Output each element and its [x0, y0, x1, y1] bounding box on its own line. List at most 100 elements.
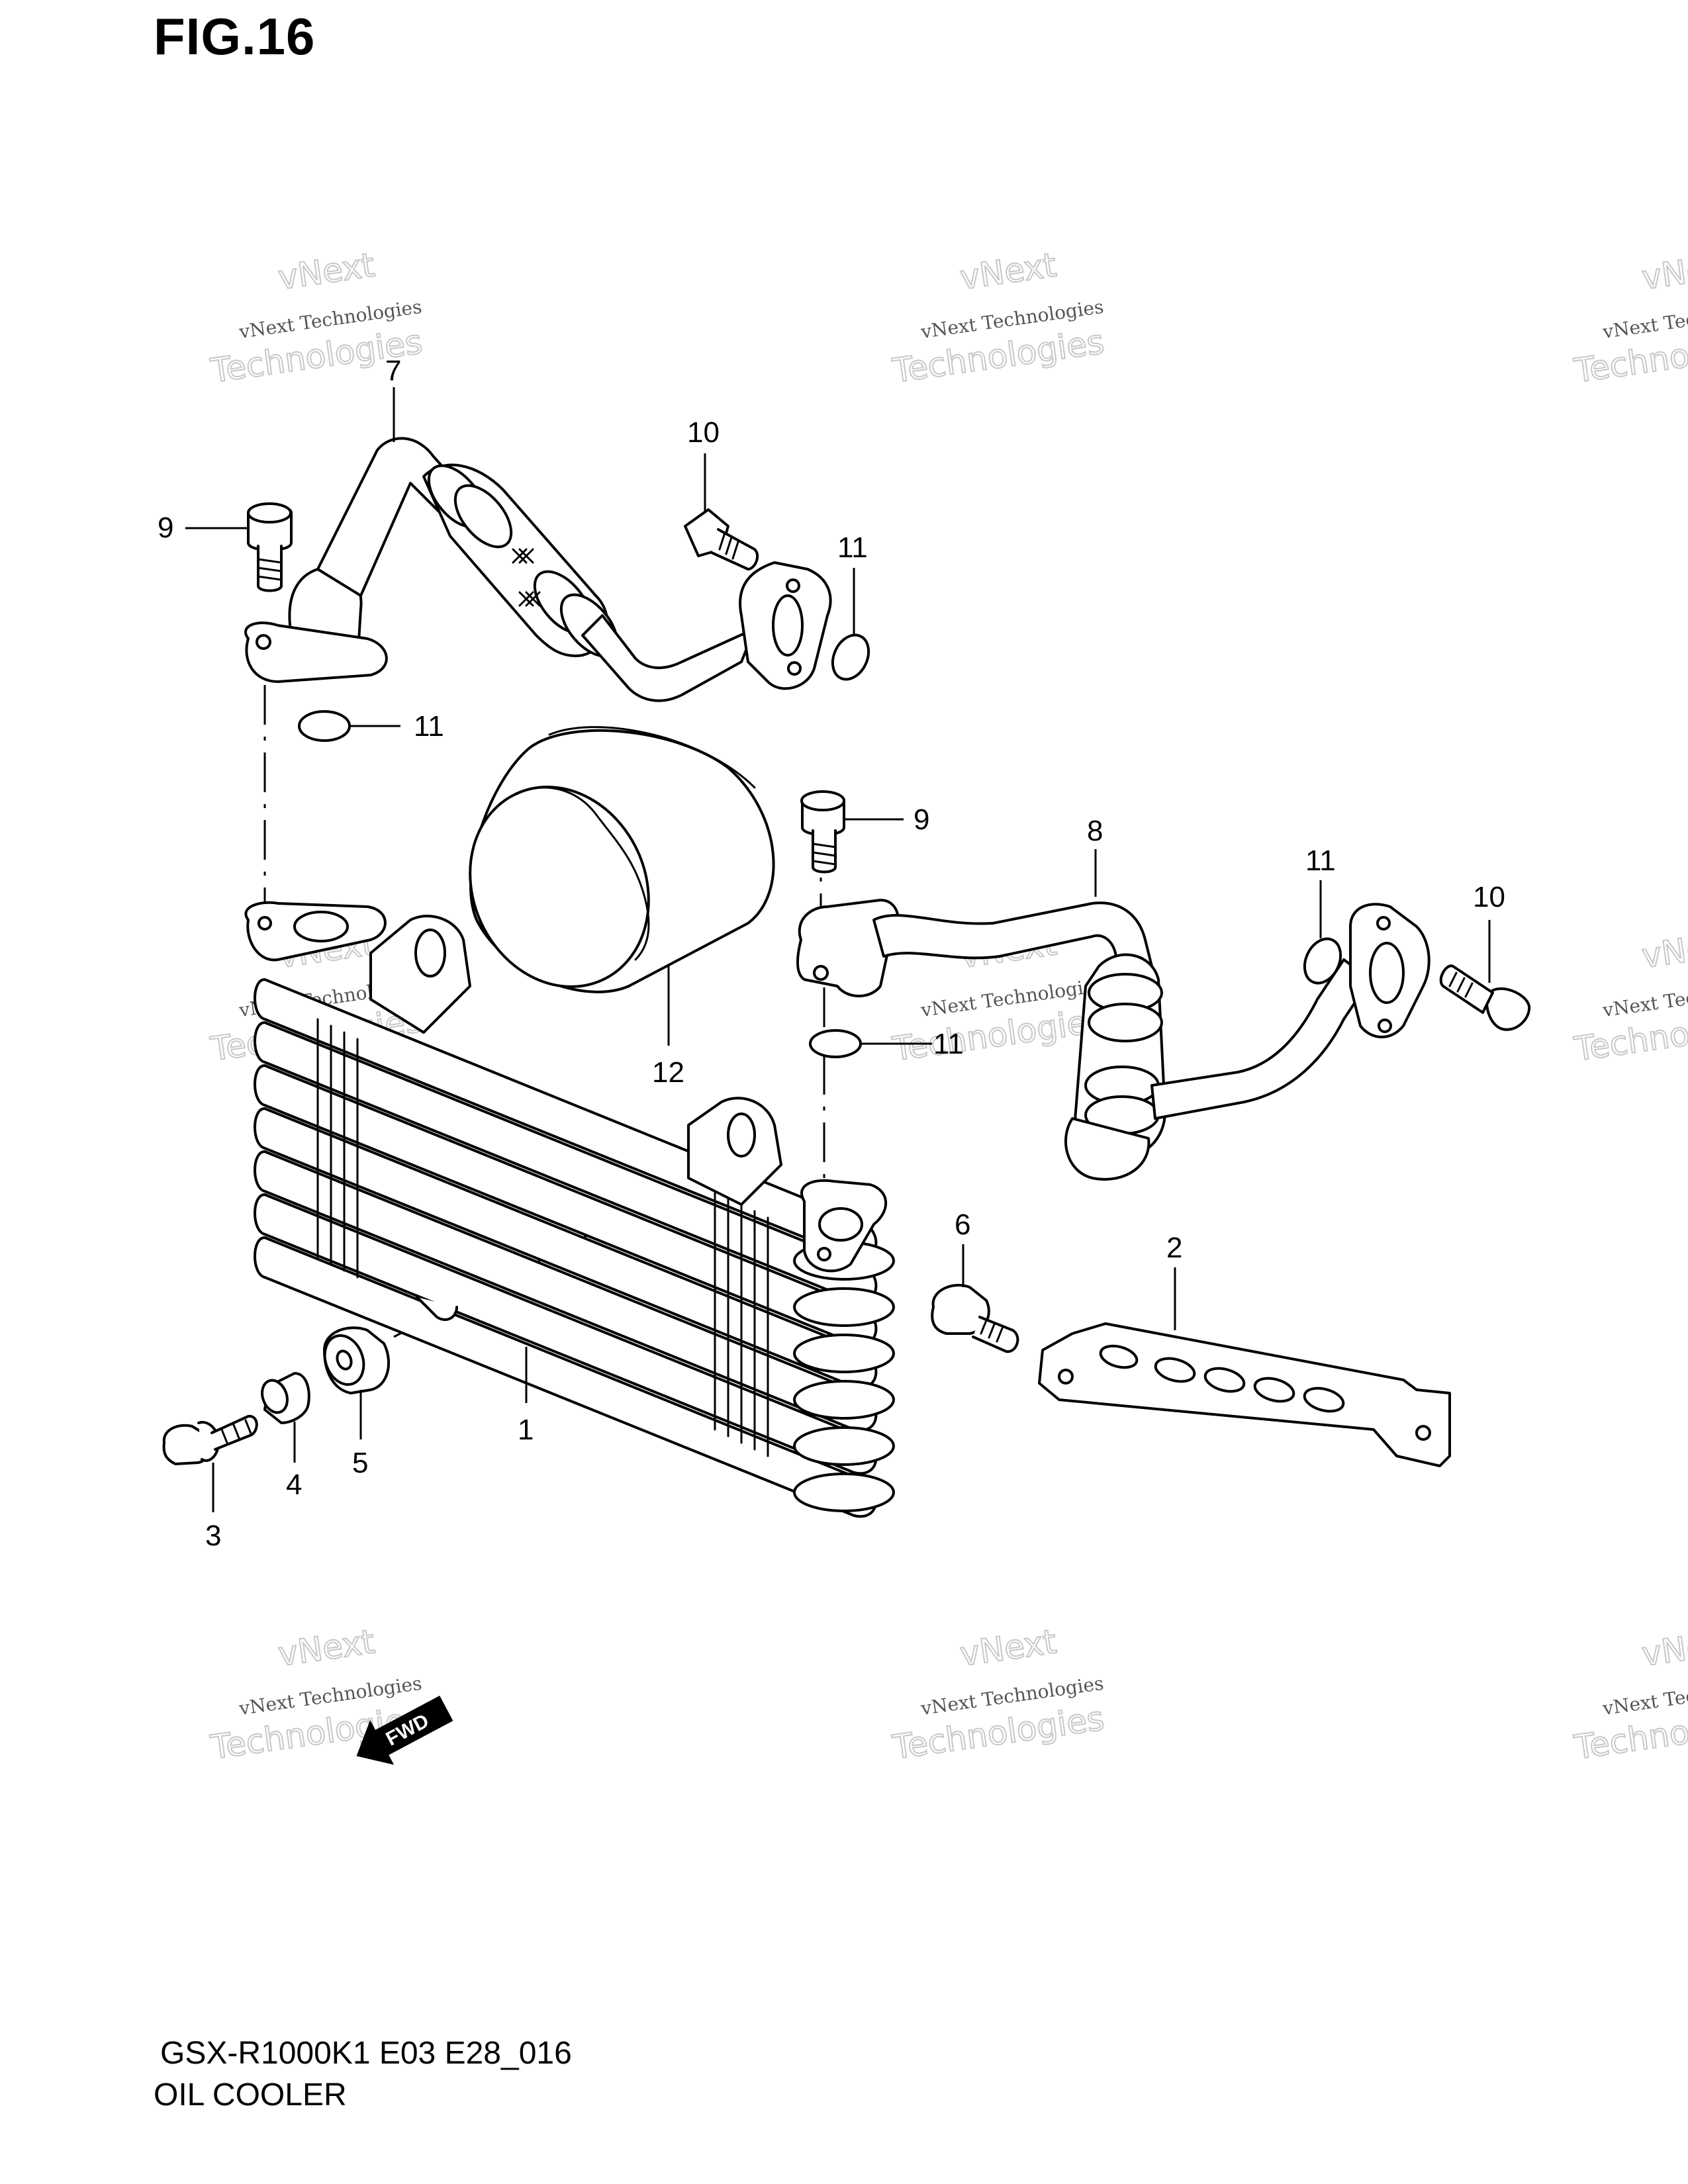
- header-coil-2: [793, 1287, 895, 1327]
- cooler-lower-edge: [416, 1296, 458, 1321]
- model-code: GSX-R1000K1 E03 E28_016: [160, 2036, 572, 2071]
- watermark-small: vNext Technologies: [1601, 1672, 1688, 1720]
- watermark-large-vnext: vNext: [958, 246, 1059, 297]
- watermark-mid-right: vNext Technologies vNext Technologies: [1571, 923, 1688, 1069]
- bolt-6-shank: [972, 1316, 1019, 1353]
- callout-6: 6: [955, 1208, 970, 1241]
- cooler-flange-hole-right: [817, 1247, 831, 1261]
- callout-9-upper: 9: [158, 512, 173, 544]
- pipe-7-flange-hole-top: [786, 578, 800, 593]
- watermark-bottom-center: vNext Technologies vNext Technologies: [889, 1621, 1107, 1767]
- callout-11-mid-right: 11: [1305, 844, 1336, 877]
- callout-7: 7: [385, 355, 401, 387]
- bolt-3: [162, 1414, 258, 1465]
- cooler-outlet-port-right: [818, 1207, 863, 1242]
- bolt-10-lower-shank: [1439, 964, 1494, 1014]
- bolt-10-upper: [684, 508, 759, 570]
- collar-4: [261, 1372, 310, 1424]
- callout-2: 2: [1166, 1232, 1182, 1264]
- bracket-slot-left: [414, 929, 446, 978]
- bolt-10-lower-head: [1485, 987, 1531, 1031]
- header-coil-5: [793, 1426, 895, 1466]
- bracket-hole-3: [1203, 1367, 1246, 1393]
- oil-pipe-lower-8: [796, 899, 1430, 1181]
- grommet-5: [323, 1326, 391, 1394]
- cooler-inlet-port-left: [293, 911, 349, 942]
- bracket-hole-4: [1253, 1377, 1295, 1403]
- callout-11-upper-left: 11: [414, 710, 444, 743]
- watermark-large-vnext: vNext: [958, 1622, 1059, 1674]
- bolt-thread: [257, 558, 283, 581]
- watermark-large-vnext: vNext: [1640, 924, 1688, 976]
- bolt-10-upper-shank: [710, 528, 759, 570]
- callout-1: 1: [518, 1414, 534, 1446]
- fwd-arrow-shape: [356, 1696, 453, 1765]
- watermark-top-center: vNext Technologies vNext Technologies: [889, 245, 1107, 390]
- hose-braid-mark: [512, 548, 534, 564]
- oil-cooler-core: [244, 901, 895, 1518]
- callout-8: 8: [1087, 815, 1103, 847]
- o-ring-mid-center: [809, 1029, 862, 1058]
- watermark-top-right: vNext Technologies vNext Technologies: [1571, 245, 1688, 390]
- hose-clamp: [453, 484, 513, 549]
- o-ring-mid-right: [1303, 937, 1342, 985]
- callout-11-upper-right: 11: [837, 531, 868, 564]
- oil-filter: [469, 726, 775, 993]
- bolt-thread: [718, 531, 739, 560]
- leader-lines: [185, 387, 1491, 1512]
- o-ring-upper-left: [298, 710, 351, 742]
- watermark-large-vnext: vNext: [1640, 246, 1688, 297]
- watermark-small: vNext Technologies: [1601, 296, 1688, 343]
- pipe-8-flange-port: [1369, 942, 1405, 1004]
- pipe-8-hose-clamps: [1084, 973, 1163, 1135]
- bracket-slot-right: [727, 1113, 756, 1158]
- bracket-plate: [1038, 1322, 1451, 1467]
- oil-filter-rim: [548, 726, 756, 789]
- oil-pipe-upper-7: [244, 437, 832, 702]
- callout-10-lower: 10: [1473, 881, 1505, 913]
- cooler-fin-hatching: [316, 1018, 769, 1457]
- pipe-7-flange-port: [772, 594, 804, 657]
- pipe-7-flange-left: [244, 621, 388, 683]
- pipe-8-hose-end: [1064, 1117, 1150, 1181]
- header-coil-3: [793, 1334, 895, 1373]
- bracket-hole-5: [1303, 1387, 1345, 1413]
- callout-3: 3: [205, 1520, 221, 1552]
- callout-12: 12: [652, 1056, 684, 1089]
- figure-title: FIG.16: [154, 7, 316, 66]
- watermark-bottom-right: vNext Technologies vNext Technologies: [1571, 1621, 1688, 1767]
- cooler-right-header: [793, 1241, 895, 1512]
- bracket-mount-hole-right: [1415, 1425, 1431, 1441]
- pipe-8-flange-hole-top: [1376, 916, 1391, 931]
- bracket-mount-hole-left: [1058, 1369, 1074, 1385]
- pipe-8-outlet-tube: [1150, 958, 1372, 1120]
- pipe-7-left-flange-hole: [256, 634, 271, 650]
- callout-11-mid-center: 11: [933, 1028, 964, 1060]
- oil-filter-wrench-flats: [515, 786, 650, 961]
- callout-10-upper: 10: [687, 416, 720, 449]
- pipe-8-flange-hole: [813, 965, 829, 981]
- watermark-large-vnext: vNext: [1640, 1622, 1688, 1674]
- grommet-5-hole: [336, 1349, 353, 1371]
- bolt-thread: [980, 1319, 1004, 1343]
- bracket-hole-1: [1099, 1344, 1139, 1369]
- bolt-6-head: [931, 1283, 990, 1335]
- bolt-thread: [812, 842, 837, 866]
- bolt-9-lower-shank: [812, 829, 837, 874]
- bolt-6: [931, 1283, 1019, 1353]
- callout-numbers: 7 9 10 11 11 9 8 11 10 11 12 6 2 1 5 4 3: [158, 355, 1505, 1552]
- pipe-8-tube: [872, 901, 1153, 974]
- bolt-9-upper-head-top: [247, 502, 292, 523]
- pipe-7-outlet-tube: [581, 614, 756, 702]
- pipe-7-flange-hole-bottom: [787, 661, 802, 676]
- watermark-small: vNext Technologies: [1601, 974, 1688, 1022]
- bolt-thread: [1448, 972, 1474, 998]
- pipe-8-flange-hole-bottom: [1378, 1019, 1392, 1033]
- watermark-large-vnext: vNext: [276, 246, 377, 297]
- bolt-9-upper: [247, 502, 293, 592]
- bolt-9-lower: [800, 790, 845, 874]
- hose-braid-mark: [518, 591, 541, 607]
- section-name: OIL COOLER: [154, 2077, 347, 2113]
- hose-clamp: [1088, 1003, 1163, 1042]
